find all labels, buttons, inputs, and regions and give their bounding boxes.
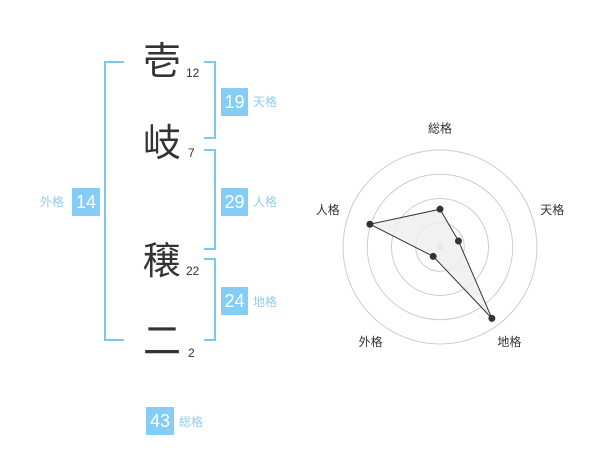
radar-point-2 — [454, 237, 462, 245]
radar-axis-label-2: 天格 — [540, 202, 564, 217]
radar-grid-ring — [366, 173, 514, 321]
gaikaku-bracket-top — [104, 61, 124, 63]
radar-grid-ring — [391, 198, 489, 296]
gaikaku-bracket-bottom — [104, 339, 124, 341]
radar-data-points — [366, 205, 496, 322]
stroke-count-3: 22 — [186, 264, 200, 278]
radar-point-3 — [488, 314, 496, 322]
radar-point-1 — [436, 205, 444, 213]
radar-data-area — [368, 208, 493, 319]
tenkaku-label: 天格 — [253, 95, 278, 109]
chikaku-bracket-bottom — [204, 339, 216, 341]
tenkaku-bracket-top — [204, 61, 216, 63]
name-char-2: 岐 — [143, 121, 182, 165]
name-char-1: 壱 — [143, 39, 182, 83]
tenkaku-bracket-vertical — [214, 61, 216, 139]
stroke-count-2: 7 — [188, 146, 195, 160]
soukaku-label: 総格 — [179, 415, 204, 429]
gaikaku-label: 外格 — [40, 195, 65, 209]
tenkaku-value-badge: 19 — [221, 88, 248, 116]
chikaku-bracket-top — [204, 258, 216, 260]
radar-grid — [342, 149, 538, 345]
chikaku-value-badge: 24 — [221, 287, 248, 315]
radar-grid-ring — [342, 149, 538, 345]
jinkaku-bracket-vertical — [214, 149, 216, 250]
jinkaku-value-badge: 29 — [221, 188, 248, 216]
radar-axis-label-1: 総格 — [428, 121, 452, 136]
name-char-4: 二 — [143, 319, 182, 363]
chikaku-bracket-vertical — [214, 258, 216, 341]
radar-axis-label-3: 地格 — [497, 334, 521, 349]
name-char-3: 穣 — [143, 239, 182, 283]
stroke-count-1: 12 — [186, 66, 200, 80]
radar-axis-label-5: 人格 — [316, 202, 340, 217]
jinkaku-bracket-bottom — [204, 248, 216, 250]
stroke-count-4: 2 — [188, 346, 195, 360]
jinkaku-label: 人格 — [253, 195, 278, 209]
tenkaku-bracket-bottom — [204, 137, 216, 139]
chikaku-label: 地格 — [253, 295, 278, 309]
jinkaku-bracket-top — [204, 149, 216, 151]
radar-point-5 — [366, 220, 374, 228]
radar-point-4 — [429, 252, 437, 260]
soukaku-value-badge: 43 — [146, 407, 174, 435]
radar-axis-label-4: 外格 — [359, 334, 383, 349]
gaikaku-value-badge: 14 — [72, 188, 100, 216]
gaikaku-bracket-vertical — [104, 61, 106, 341]
